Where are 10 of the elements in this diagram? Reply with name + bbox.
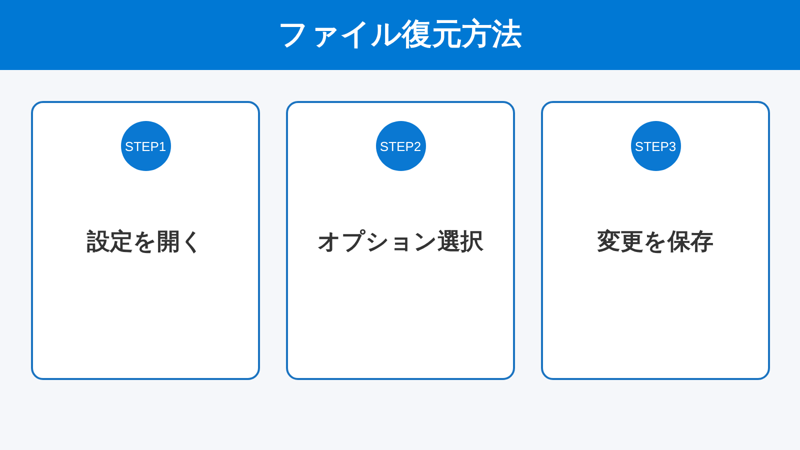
step-title: オプション選択 — [318, 229, 484, 257]
step-title: 設定を開く — [87, 229, 204, 257]
step-card — [541, 101, 770, 380]
step-number-circle: STEP3 — [630, 121, 680, 171]
step-card — [286, 101, 515, 380]
step-title: 変更を保存 — [598, 229, 714, 257]
title: ファイル復元方法 — [278, 17, 522, 53]
step-number-circle: STEP1 — [120, 121, 170, 171]
step-card — [31, 101, 260, 380]
step-number-circle: STEP2 — [376, 121, 426, 171]
